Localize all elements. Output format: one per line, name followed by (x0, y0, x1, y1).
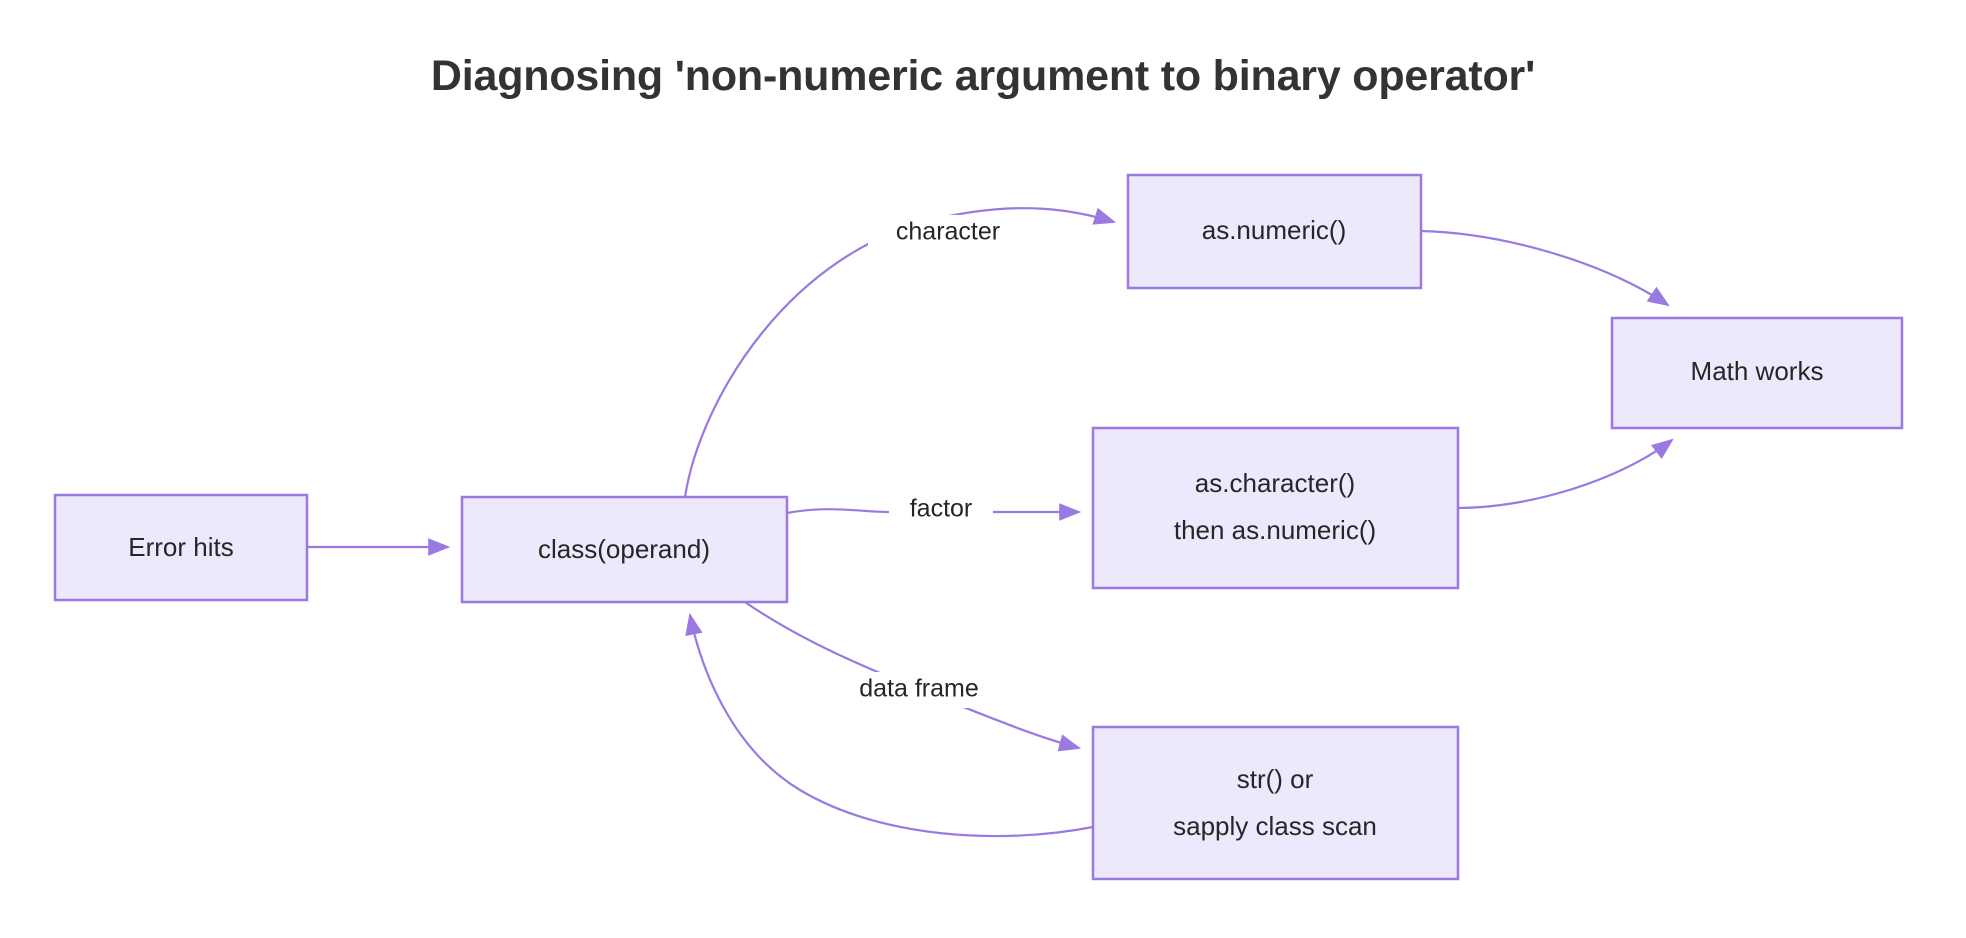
edge-label-factor-text: factor (910, 495, 973, 523)
edge-class-operand-to-as-character (786, 503, 1082, 521)
edge-label-data-frame-text: data frame (859, 675, 979, 703)
node-as-numeric[interactable]: as.numeric() (1126, 173, 1423, 290)
node-label-str-sapply-line1: str() or (1237, 764, 1314, 794)
edge-label-group: character factor data frame (826, 215, 1028, 708)
edge-as-character-to-math-works (1457, 438, 1674, 510)
node-label-as-character-line2: then as.numeric() (1174, 515, 1376, 545)
node-label-math-works: Math works (1691, 356, 1824, 386)
edge-label-data-frame: data frame (826, 672, 1012, 708)
edge-as-numeric-to-math-works (1420, 229, 1670, 307)
edge-label-character-text: character (896, 218, 1000, 246)
node-error-hits[interactable]: Error hits (53, 493, 309, 602)
edge-label-character: character (868, 215, 1028, 251)
node-label-as-character-line1: as.character() (1195, 468, 1355, 498)
node-label-str-sapply-line2: sapply class scan (1173, 811, 1377, 841)
node-label-error-hits: Error hits (128, 532, 233, 562)
edge-str-sapply-to-class-operand (685, 612, 1094, 838)
node-class-operand[interactable]: class(operand) (460, 495, 789, 604)
node-math-works[interactable]: Math works (1610, 316, 1904, 430)
node-label-class-operand: class(operand) (538, 534, 710, 564)
page-title: Diagnosing 'non-numeric argument to bina… (430, 52, 1536, 100)
edge-label-factor: factor (889, 492, 993, 528)
edge-class-operand-to-as-numeric (683, 207, 1117, 498)
node-as-character[interactable]: as.character() then as.numeric() (1091, 426, 1460, 590)
node-str-sapply[interactable]: str() or sapply class scan (1091, 725, 1460, 881)
node-label-as-numeric: as.numeric() (1202, 215, 1346, 245)
